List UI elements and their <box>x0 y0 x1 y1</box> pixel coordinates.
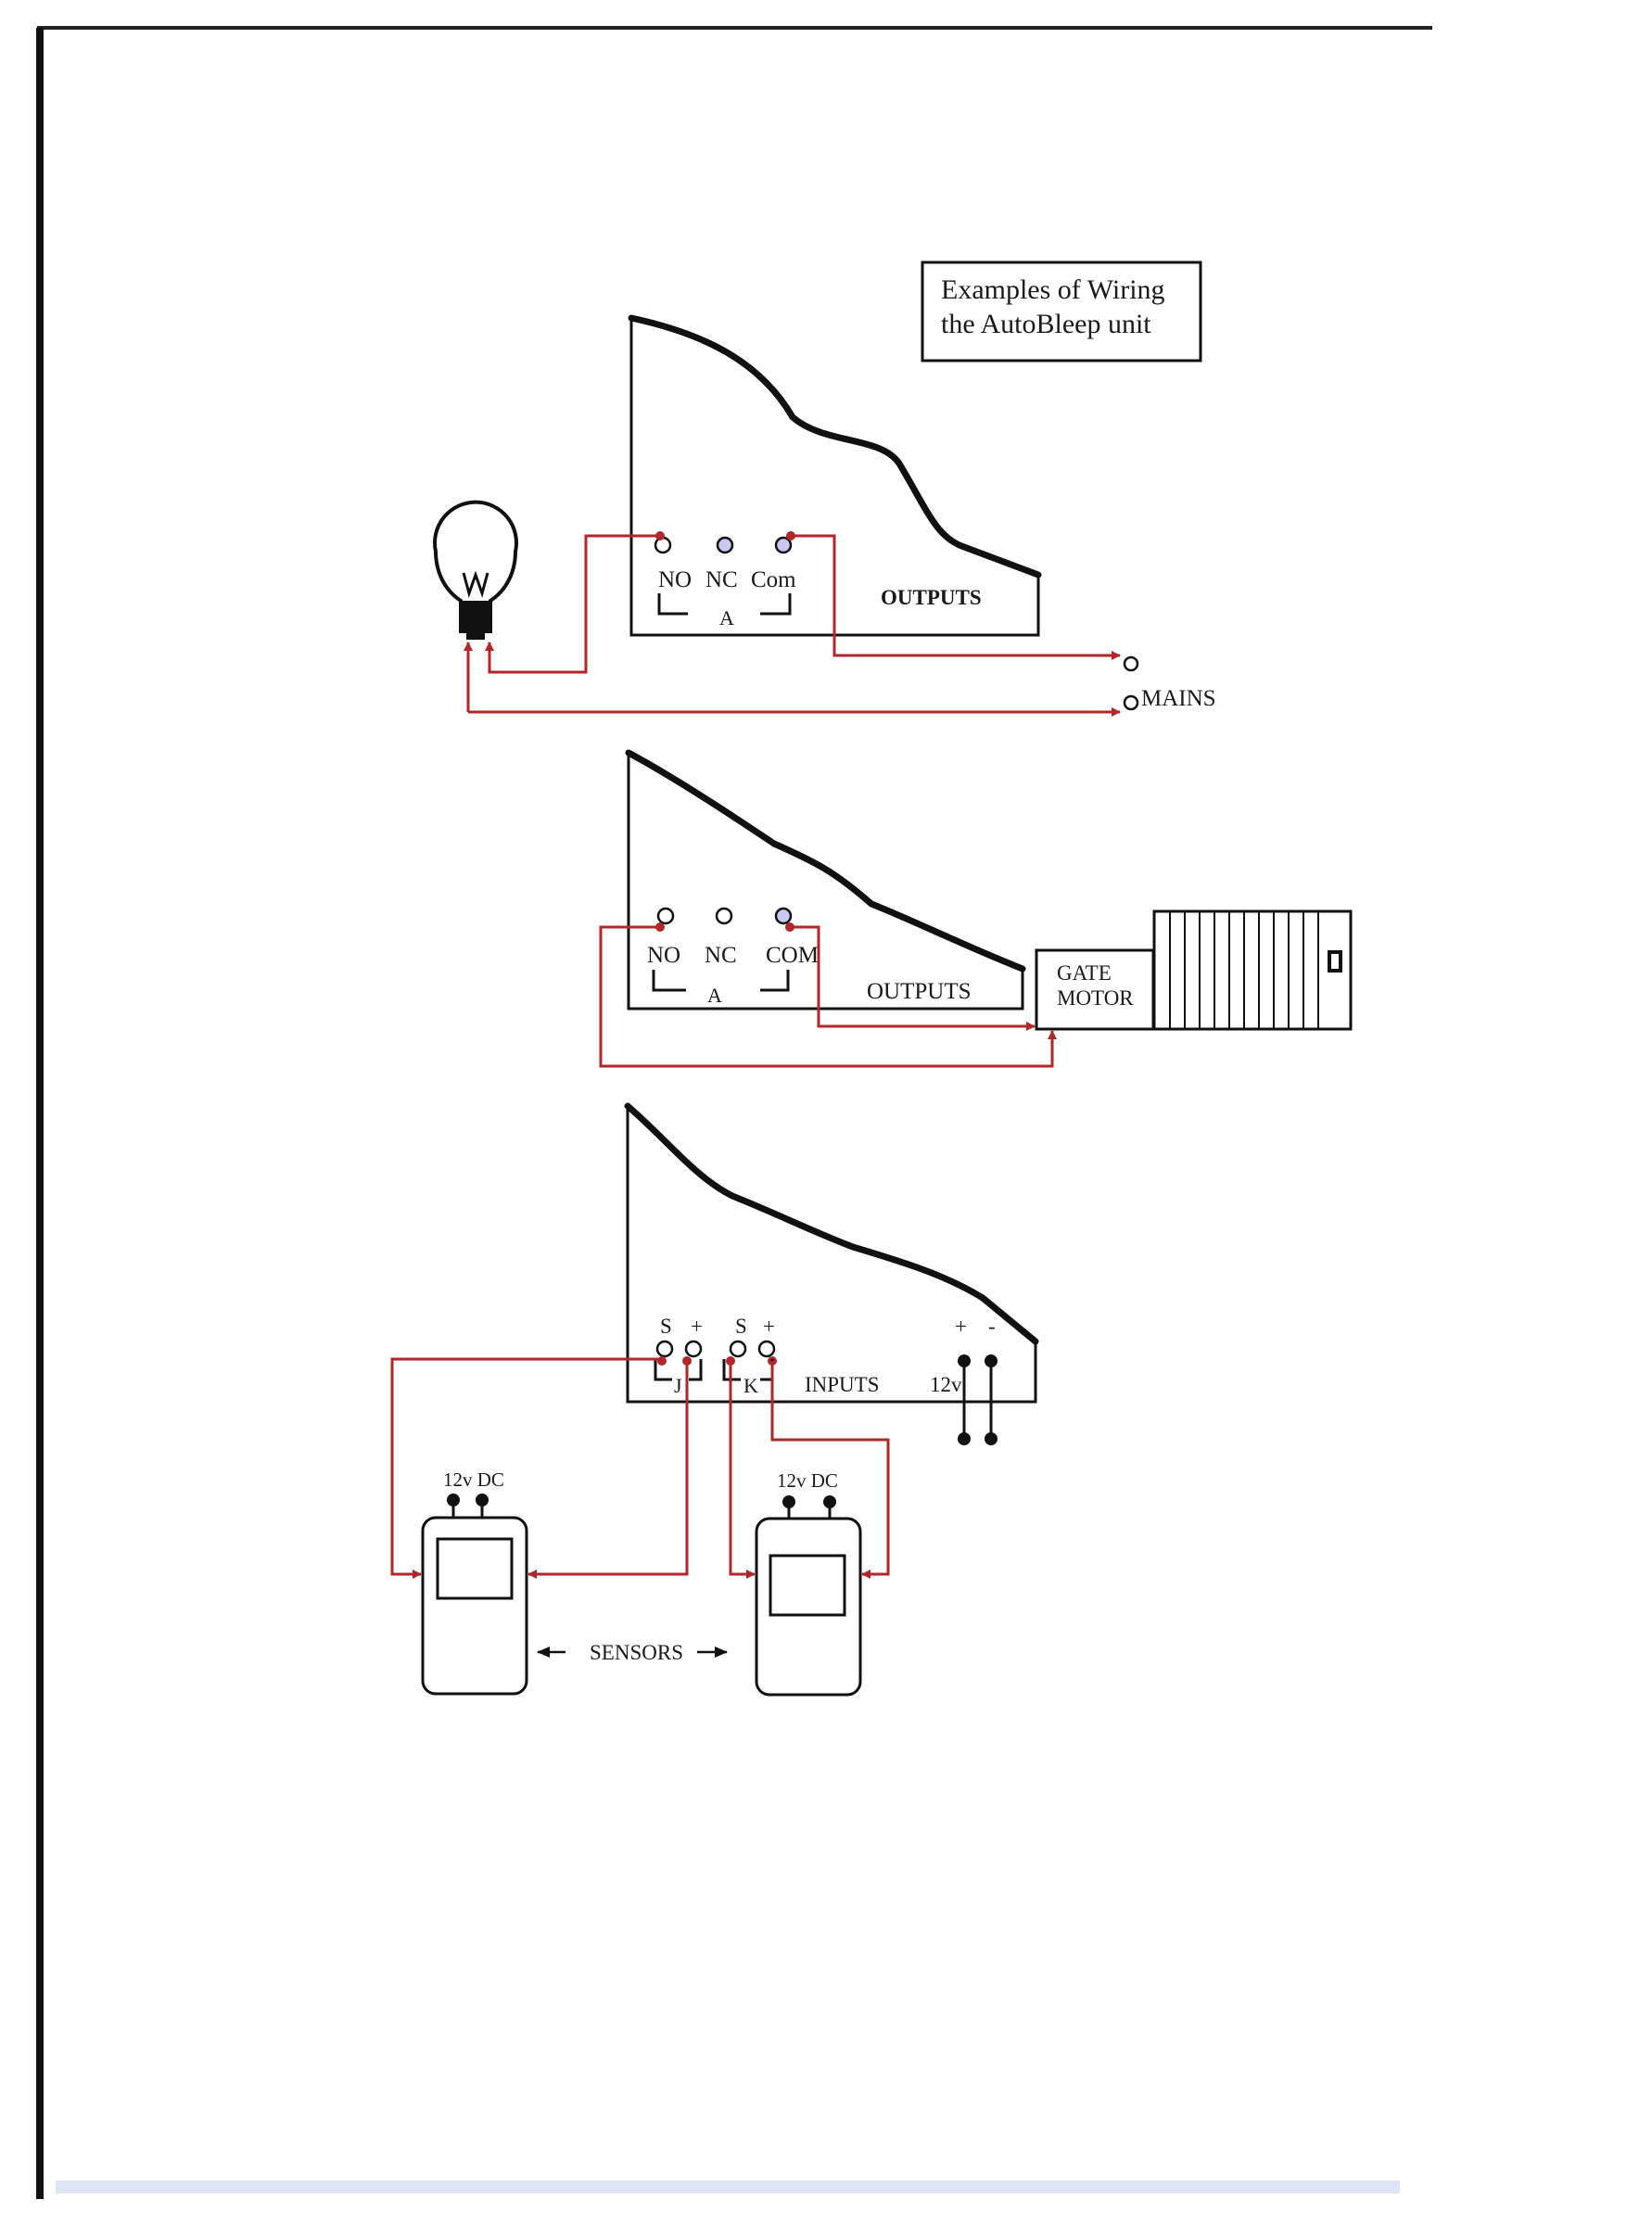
wire-j-signal-to-sensor-1 <box>390 1357 664 1579</box>
wire-com-to-mains <box>791 534 1121 660</box>
terminal-com-1 <box>774 536 793 554</box>
title-frame <box>921 261 1202 362</box>
group-bracket-j-right <box>689 1359 703 1381</box>
label-supply-minus: - <box>988 1315 996 1338</box>
label-no-1: NO <box>658 567 692 592</box>
wire-k-power-to-sensor-2 <box>770 1361 890 1579</box>
scan-edge-strip <box>56 2180 1400 2193</box>
label-gate: GATE <box>1057 961 1112 985</box>
diagram-gate-motor: NO NC COM A OUTPUTS GATE MOTOR <box>599 749 1353 1068</box>
group-bracket-k-left <box>722 1359 741 1381</box>
label-group-a-2: A <box>707 984 722 1007</box>
sensor-1-power-dot <box>447 1494 460 1507</box>
unit-outline-2 <box>627 753 1024 1011</box>
label-com-2: COM <box>766 943 819 968</box>
wire-com-to-motor <box>790 925 1036 1031</box>
wire-j-power-to-sensor-1 <box>527 1361 689 1579</box>
label-sensors: SENSORS <box>590 1641 683 1664</box>
label-group-j: J <box>674 1374 682 1397</box>
title-line-1: Examples of Wiring <box>941 274 1165 305</box>
supply-dot <box>985 1432 998 1445</box>
mains-terminal-1 <box>1123 655 1139 672</box>
sensor-1-power-dot <box>476 1494 489 1507</box>
terminal-plus-j <box>684 1340 703 1358</box>
terminal-s-k <box>729 1340 747 1358</box>
label-com-1: Com <box>751 567 796 592</box>
gate-icon <box>1152 909 1353 1031</box>
wire-k-signal-to-sensor-2 <box>729 1361 756 1579</box>
unit-outline-3 <box>626 1106 1037 1404</box>
label-outputs-1: OUTPUTS <box>881 586 982 609</box>
label-sensor-1-power: 12v DC <box>443 1468 504 1491</box>
group-bracket-j-left <box>654 1359 672 1381</box>
terminal-com-2 <box>774 907 793 925</box>
label-group-k: K <box>743 1374 758 1397</box>
label-nc-1: NC <box>705 567 738 592</box>
supply-dot <box>958 1354 971 1367</box>
unit-profile-3 <box>624 1102 1039 1345</box>
terminal-plus-k <box>757 1340 776 1358</box>
label-group-a-1: A <box>719 606 734 629</box>
label-s-j: S <box>660 1315 672 1338</box>
label-plus-k: + <box>763 1315 775 1338</box>
group-bracket-right-1 <box>760 593 792 616</box>
sensor-1: 12v DC <box>421 1468 528 1696</box>
sensor-2-power-dot <box>823 1495 836 1508</box>
group-bracket-left-2 <box>652 970 686 992</box>
label-sensor-2-power: 12v DC <box>777 1469 838 1492</box>
group-bracket-left-1 <box>657 593 688 616</box>
unit-profile-1 <box>628 314 1042 578</box>
supply-dot <box>985 1354 998 1367</box>
terminal-no-1 <box>654 536 672 554</box>
diagram-sensor-inputs: S + S + J K INPUTS + - 12v <box>390 1102 1039 1697</box>
wire-no-to-bulb <box>485 534 660 674</box>
label-motor: MOTOR <box>1057 986 1134 1010</box>
label-mains: MAINS <box>1141 686 1216 711</box>
sensor-2-power-dot <box>782 1495 795 1508</box>
label-plus-j: + <box>691 1315 703 1338</box>
light-bulb-icon <box>433 500 518 640</box>
label-nc-2: NC <box>705 943 737 968</box>
terminal-s-j <box>655 1340 674 1358</box>
diagram-light-mains: NO NC Com A OUTPUTS MAINS <box>433 314 1216 717</box>
wire-no-to-motor <box>599 925 1057 1068</box>
title-box: Examples of Wiring the AutoBleep unit <box>921 261 1202 362</box>
label-inputs: INPUTS <box>805 1373 880 1396</box>
terminal-no-2 <box>656 907 675 925</box>
label-12v-supply: 12v <box>930 1373 962 1396</box>
terminal-nc-1 <box>716 536 734 554</box>
label-no-2: NO <box>647 943 680 968</box>
label-outputs-2: OUTPUTS <box>867 979 972 1004</box>
terminal-nc-2 <box>715 907 733 925</box>
sensor-1-body <box>421 1516 528 1696</box>
sensor-2-body <box>755 1517 862 1697</box>
sensor-2: 12v DC <box>755 1469 862 1697</box>
title-line-2: the AutoBleep unit <box>941 309 1151 339</box>
unit-profile-2 <box>625 749 1026 973</box>
group-bracket-right-2 <box>760 970 790 992</box>
label-supply-plus: + <box>955 1315 967 1338</box>
sensor-2-window <box>769 1554 846 1617</box>
mains-terminal-2 <box>1123 694 1139 711</box>
sensor-1-window <box>436 1537 514 1600</box>
supply-dot <box>958 1432 971 1445</box>
label-s-k: S <box>735 1315 747 1338</box>
